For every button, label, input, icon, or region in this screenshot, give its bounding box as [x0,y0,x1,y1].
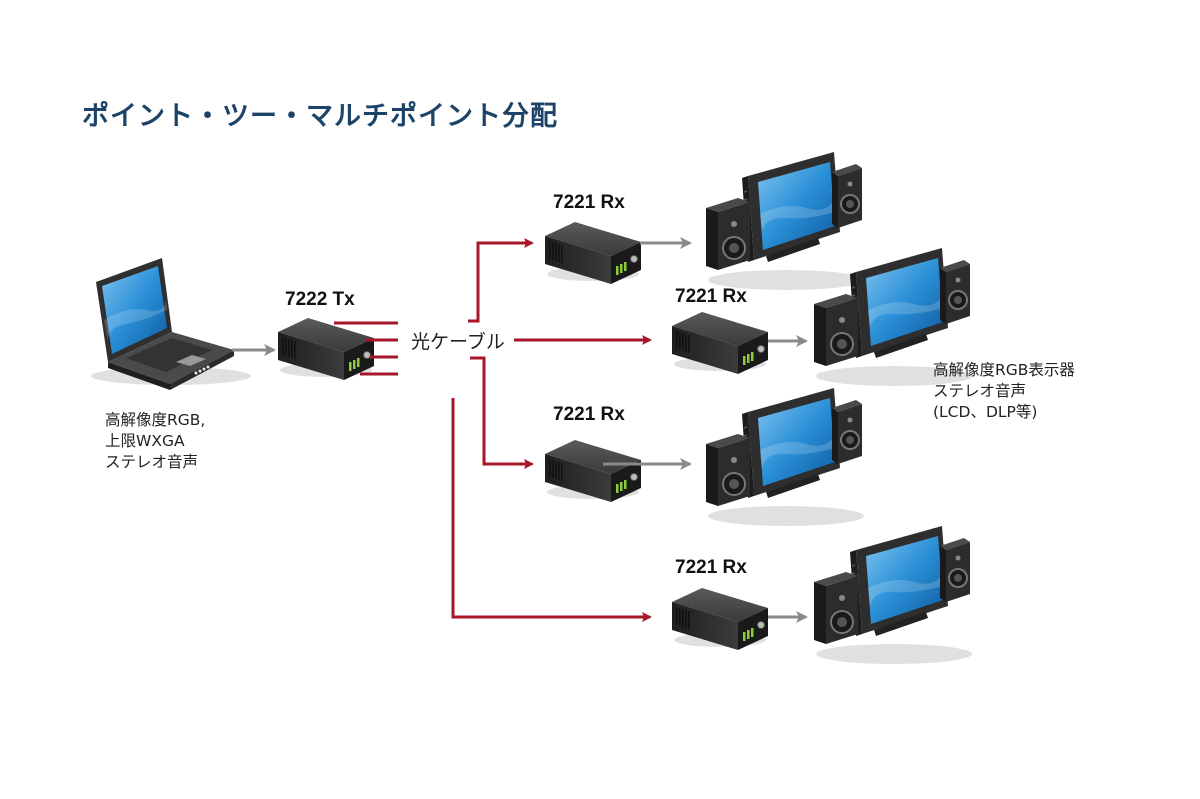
receiver-4-icon [671,587,769,651]
display-4-icon [813,525,973,665]
receiver-2-label: 7221 Rx [675,286,747,307]
display-1-icon [705,151,865,291]
source-line-3: ステレオ音声 [105,453,199,471]
transmitter-icon [277,317,375,381]
cable-label: 光ケーブル [409,327,507,354]
receiver-3-label: 7221 Rx [553,404,625,425]
fiber-cables [334,238,652,622]
receiver-4-label: 7221 Rx [675,557,747,578]
transmitter-label: 7222 Tx [285,289,355,310]
display-line-2: ステレオ音声 [933,382,1027,400]
display-3-icon [705,387,865,527]
fiber-branch-4 [451,398,652,622]
source-description: 高解像度RGB, 上限WXGA ステレオ音声 [105,410,205,473]
source-line-2: 上限WXGA [105,432,185,450]
receiver-3-icon [544,439,642,503]
display-description: 高解像度RGB表示器 ステレオ音声 (LCD、DLP等) [933,360,1075,423]
laptop-icon [91,258,251,390]
source-line-1: 高解像度RGB, [105,411,206,429]
display-line-3: (LCD、DLP等) [933,403,1038,421]
receiver-1-label: 7221 Rx [553,192,625,213]
diagram-title: ポイント・ツー・マルチポイント分配 [82,101,558,132]
fiber-branch-3 [470,356,534,469]
display-line-1: 高解像度RGB表示器 [933,361,1075,379]
receiver-2-icon [671,311,769,375]
receiver-1-icon [544,221,642,285]
fiber-branch-1 [468,238,534,323]
